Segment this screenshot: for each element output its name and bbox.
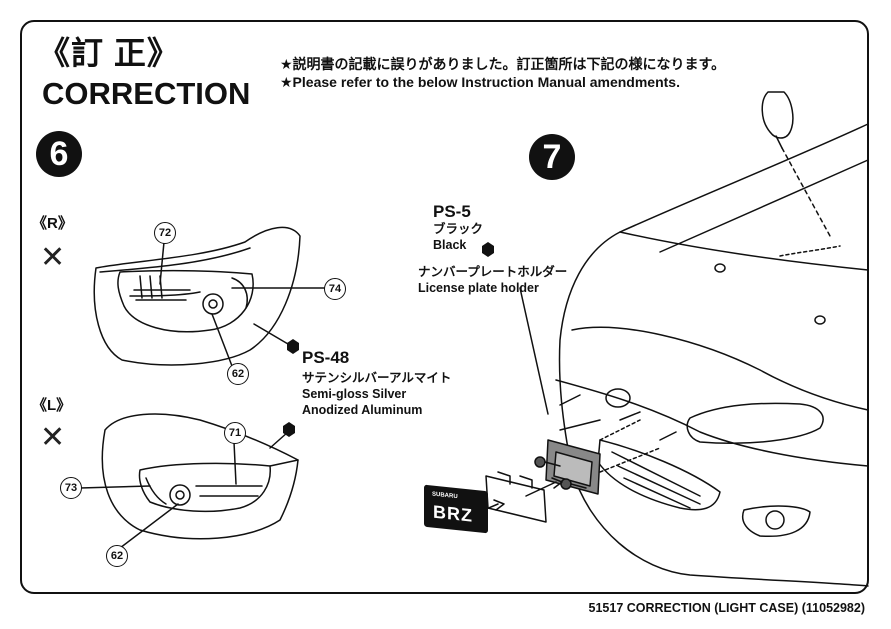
- paint-name-en-ps48-2: Anodized Aluminum: [302, 403, 423, 417]
- paint-name-jp-ps48: サテンシルバーアルマイト: [302, 371, 452, 385]
- step-7-badge: 7: [529, 134, 575, 180]
- paint-code-ps48: PS-48: [302, 348, 350, 367]
- right-side-label: 《R》: [32, 215, 73, 232]
- title-japanese: 《訂 正》: [38, 35, 180, 71]
- part-number-72: 72: [154, 222, 176, 244]
- light-case-left-illustration: [101, 413, 299, 540]
- license-plate-holder-illustration: [469, 287, 661, 523]
- note-english: ★Please refer to the below Instruction M…: [280, 74, 680, 90]
- paint-name-en-ps48-1: Semi-gloss Silver: [302, 387, 407, 401]
- car-front-illustration: [555, 123, 869, 587]
- paint-ps48-marker: [287, 339, 299, 354]
- part-name-jp: ナンバープレートホルダー: [418, 265, 568, 279]
- page-border: [20, 20, 869, 594]
- paint-ps5-marker: [482, 242, 494, 257]
- part-number-62-right: 62: [227, 363, 249, 385]
- part-number-62-left: 62: [106, 545, 128, 567]
- left-side-label: 《L》: [32, 397, 72, 414]
- cross-icon-right: ✕: [40, 241, 66, 274]
- paint-name-jp-ps5: ブラック: [433, 222, 484, 236]
- part-number-74: 74: [324, 278, 346, 300]
- light-case-right-illustration: [93, 226, 301, 366]
- license-plate-illustration: SUBARU BRZ: [424, 484, 488, 534]
- paint-ps48-marker-2: [283, 422, 295, 437]
- step-6-badge: 6: [36, 131, 82, 177]
- plate-model-text: BRZ: [433, 501, 473, 526]
- footer-code: 51517 CORRECTION (LIGHT CASE) (11052982): [588, 601, 865, 615]
- part-name-en: License plate holder: [418, 281, 539, 295]
- part-number-73: 73: [60, 477, 82, 499]
- paint-code-ps5: PS-5: [433, 202, 471, 221]
- plate-brand-text: SUBARU: [432, 491, 458, 501]
- paint-name-en-ps5: Black: [433, 238, 467, 252]
- note-japanese: ★説明書の記載に誤りがありました。訂正箇所は下記の様になります。: [280, 56, 726, 72]
- part-number-71: 71: [224, 422, 246, 444]
- cross-icon-left: ✕: [40, 421, 66, 454]
- screwdriver-illustration: [761, 91, 831, 237]
- title-english: CORRECTION: [42, 76, 251, 111]
